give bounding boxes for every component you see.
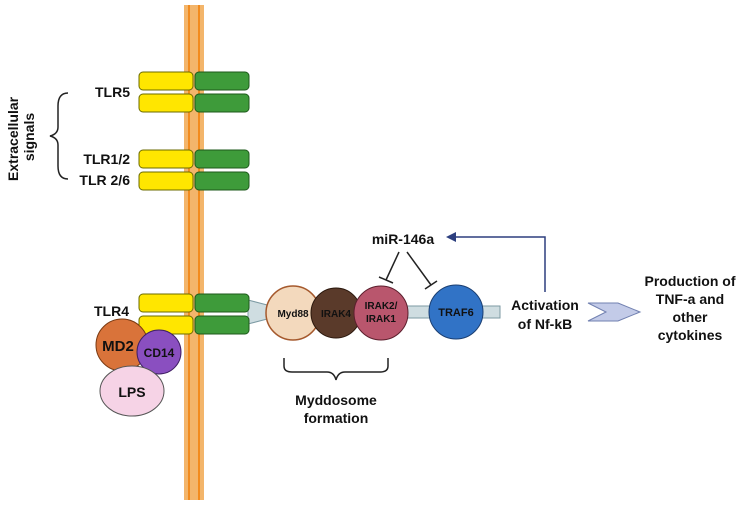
feedback-arrow bbox=[446, 232, 546, 292]
tlr5-label: TLR5 bbox=[95, 84, 130, 100]
traf6-node: TRAF6 bbox=[428, 284, 484, 340]
lps-label: LPS bbox=[118, 384, 145, 400]
production-line-2: TNF-a and bbox=[656, 291, 724, 307]
activation-label: Activation of Nf-kB bbox=[511, 297, 579, 332]
production-label: Production of TNF-a and other cytokines bbox=[645, 273, 736, 343]
extracellular-signals-label: Extracellular signals bbox=[5, 93, 37, 181]
cd14-label: CD14 bbox=[144, 346, 175, 360]
irak21-label-line-1: IRAK2/ bbox=[365, 301, 398, 312]
irak4-label: IRAK4 bbox=[321, 309, 351, 320]
myddosome-bracket bbox=[283, 358, 389, 381]
tlr5-receptor bbox=[138, 71, 250, 113]
mir-inhibition-lines bbox=[378, 251, 438, 290]
production-line-3: other bbox=[673, 309, 709, 325]
myddosome-line-2: formation bbox=[304, 410, 369, 426]
irak21-label-line-2: IRAK1 bbox=[366, 314, 396, 325]
production-line-4: cytokines bbox=[658, 327, 723, 343]
md2-label: MD2 bbox=[102, 338, 134, 355]
traf6-label: TRAF6 bbox=[438, 307, 473, 319]
irak21-node: IRAK2/ IRAK1 bbox=[353, 285, 409, 341]
myd88-label: Myd88 bbox=[277, 309, 309, 320]
tlr4-receptor bbox=[138, 293, 250, 335]
myddosome-label: Myddosome formation bbox=[295, 392, 377, 426]
extracellular-line-2: signals bbox=[21, 113, 37, 161]
production-line-1: Production of bbox=[645, 273, 736, 289]
tlr12-label: TLR1/2 bbox=[83, 151, 130, 167]
tlr12-tlr26-receptor bbox=[138, 149, 250, 191]
lps-node: LPS bbox=[99, 365, 165, 417]
signals-brace bbox=[49, 92, 69, 180]
tlr26-label: TLR 2/6 bbox=[79, 172, 130, 188]
extracellular-line-1: Extracellular bbox=[5, 96, 21, 181]
chevron-arrow bbox=[587, 302, 642, 322]
tlr4-label: TLR4 bbox=[94, 303, 129, 319]
activation-line-1: Activation bbox=[511, 297, 579, 313]
activation-line-2: of Nf-kB bbox=[518, 316, 572, 332]
myddosome-line-1: Myddosome bbox=[295, 392, 377, 408]
svg-text:Extracellular signals: Extracellular signals bbox=[5, 93, 37, 181]
cd14-node: CD14 bbox=[136, 329, 182, 375]
mir146a-label: miR-146a bbox=[372, 231, 434, 247]
